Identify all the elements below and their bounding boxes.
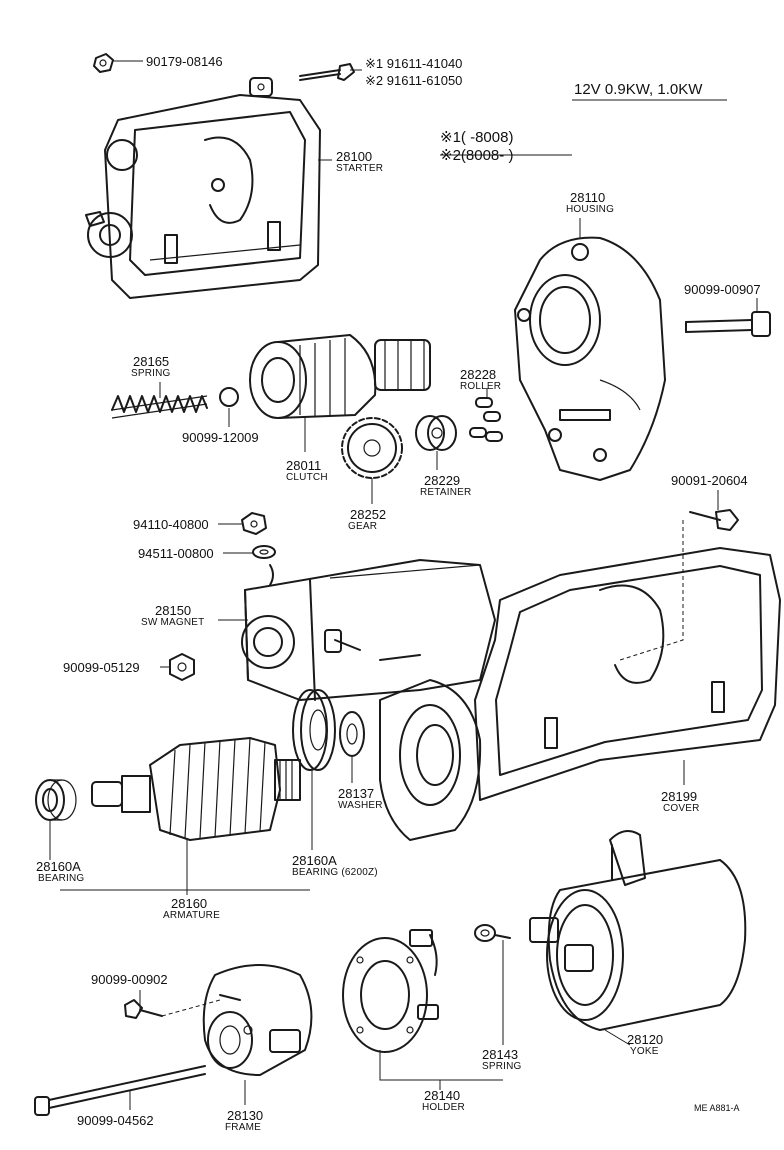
- part-90099-00902-number[interactable]: 90099-00902: [91, 972, 168, 987]
- part-90091-20604-number[interactable]: 90091-20604: [671, 473, 748, 488]
- ball-90099-12009-drawing[interactable]: [219, 387, 239, 407]
- leader-lines: [49, 60, 758, 1110]
- armature-drawing[interactable]: [91, 737, 301, 841]
- part-28165-number[interactable]: 28165: [133, 354, 170, 369]
- bearing-28160A-right-drawing[interactable]: [292, 689, 336, 771]
- part-28150-number[interactable]: 28150: [155, 603, 192, 618]
- sw-magnet-drawing[interactable]: [241, 559, 496, 701]
- part-28199-name: COVER: [663, 803, 700, 814]
- bolt-91611-drawing[interactable]: [299, 63, 355, 81]
- washer-28137-drawing[interactable]: [339, 711, 365, 757]
- part-28110-name: HOUSING: [566, 204, 615, 215]
- part-28165-name: SPRING: [131, 368, 171, 379]
- clutch-drawing[interactable]: [249, 334, 431, 419]
- part-28120-name: YOKE: [630, 1046, 659, 1057]
- bolt-90099-00902-drawing[interactable]: [124, 999, 163, 1019]
- part-28252-number[interactable]: 28252: [350, 507, 387, 522]
- washer-94511-00800-drawing[interactable]: [252, 545, 276, 559]
- part-28229-name: RETAINER: [420, 487, 472, 498]
- bolt-90099-00902-dashed-line: [161, 999, 221, 1017]
- part-90099-04562-number[interactable]: 90099-04562: [77, 1113, 154, 1128]
- part-28160A-right-name: BEARING (6200Z): [292, 867, 378, 878]
- part-28229-number[interactable]: 28229: [424, 473, 461, 488]
- part-28150-name: SW MAGNET: [141, 617, 205, 628]
- drive-end-housing-drawing: [379, 679, 482, 841]
- yoke-drawing[interactable]: [529, 830, 747, 1031]
- part-28143-number[interactable]: 28143: [482, 1047, 519, 1062]
- note-2: ※2(8008- ): [440, 147, 514, 164]
- part-28160-name: ARMATURE: [163, 910, 220, 921]
- part-28160-number[interactable]: 28160: [171, 896, 208, 911]
- part-28130-number[interactable]: 28130: [227, 1108, 264, 1123]
- part-28143-name: SPRING: [482, 1061, 522, 1072]
- gear-drawing[interactable]: [341, 417, 403, 479]
- part-28011-number[interactable]: 28011: [286, 458, 322, 473]
- spec-label: 12V 0.9KW, 1.0KW: [574, 81, 703, 98]
- retainer-drawing[interactable]: [415, 415, 457, 451]
- bearing-28160A-left-drawing[interactable]: [35, 779, 77, 821]
- part-28130-name: FRAME: [225, 1122, 261, 1133]
- part-28228-number[interactable]: 28228: [460, 367, 497, 382]
- spring-28165-drawing[interactable]: [111, 395, 208, 419]
- part-28100-name: STARTER: [336, 163, 384, 174]
- bolt-option-1[interactable]: ※1 91611-41040: [365, 56, 463, 71]
- part-28120-number[interactable]: 28120: [627, 1032, 664, 1047]
- spring-28143-drawing[interactable]: [474, 924, 511, 942]
- nut-90179-08146-drawing[interactable]: [93, 53, 114, 73]
- part-28100-number[interactable]: 28100: [336, 149, 373, 164]
- part-28160A-right-number[interactable]: 28160A: [292, 853, 337, 868]
- part-28160A-left-number[interactable]: 28160A: [36, 859, 81, 874]
- part-94110-40800-number[interactable]: 94110-40800: [133, 517, 209, 532]
- frame-drawing[interactable]: [202, 964, 313, 1076]
- cover-drawing[interactable]: [474, 547, 781, 801]
- part-94511-00800-number[interactable]: 94511-00800: [138, 546, 214, 561]
- part-28252-name: GEAR: [348, 521, 378, 532]
- nut-94110-40800-drawing[interactable]: [241, 512, 267, 535]
- part-28140-name: HOLDER: [422, 1102, 465, 1113]
- part-28137-number[interactable]: 28137: [338, 786, 375, 801]
- holder-drawing[interactable]: [342, 929, 439, 1053]
- note-1: ※1( -8008): [440, 129, 514, 146]
- part-28140-number[interactable]: 28140: [424, 1088, 461, 1103]
- part-90179-08146-number[interactable]: 90179-08146: [146, 54, 223, 69]
- bolt-90099-00907-drawing[interactable]: [685, 311, 771, 337]
- starter-assembly-drawing[interactable]: [85, 77, 321, 299]
- part-90099-12009-number[interactable]: 90099-12009: [182, 430, 259, 445]
- part-28228-name: ROLLER: [460, 381, 502, 392]
- rollers-28228-drawing[interactable]: [469, 397, 503, 442]
- part-28110-number[interactable]: 28110: [570, 190, 606, 205]
- diagram-code: ME A881-A: [694, 1103, 740, 1113]
- part-28137-name: WASHER: [338, 800, 383, 811]
- part-28011-name: CLUTCH: [286, 472, 328, 483]
- bolt-90099-04562-drawing[interactable]: [34, 1065, 206, 1116]
- bolt-90091-20604-drawing[interactable]: [689, 509, 739, 531]
- part-90099-00907-number[interactable]: 90099-00907: [684, 282, 761, 297]
- part-28160A-left-name: BEARING: [38, 873, 85, 884]
- housing-drawing[interactable]: [514, 236, 666, 481]
- part-28199-number[interactable]: 28199: [661, 789, 698, 804]
- part-90099-05129-number[interactable]: 90099-05129: [63, 660, 140, 675]
- bolt-90091-20604-dashed-line: [619, 520, 684, 661]
- bolt-option-2[interactable]: ※2 91611-61050: [365, 73, 463, 88]
- nut-90099-05129-drawing[interactable]: [169, 653, 195, 681]
